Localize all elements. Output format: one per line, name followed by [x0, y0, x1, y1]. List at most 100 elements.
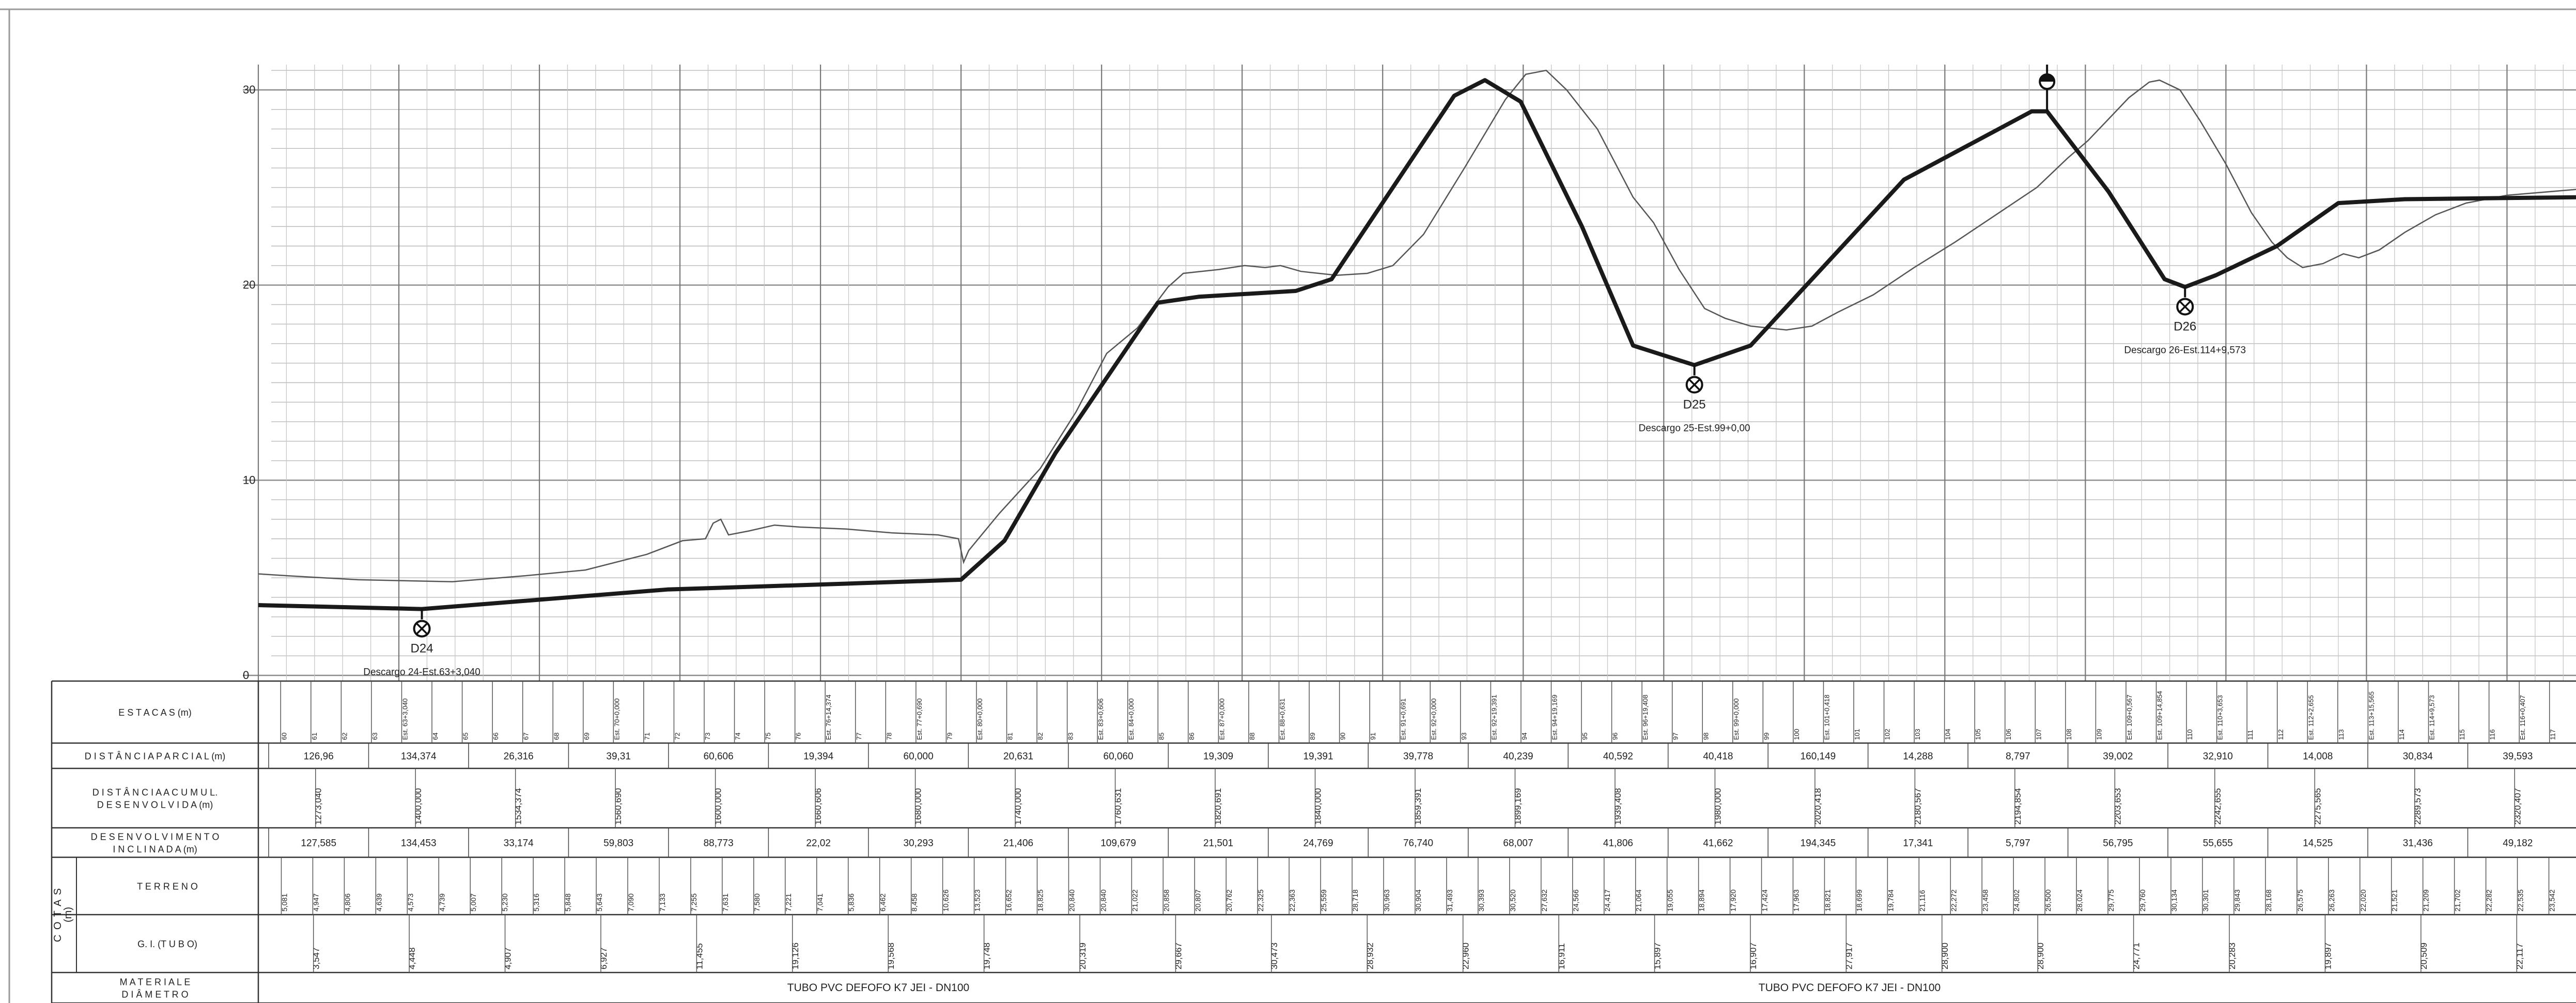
stake-label: 114 — [2398, 729, 2406, 740]
terrain-elevation-value: 7,255 — [690, 893, 698, 912]
terrain-elevation-value: 7,041 — [816, 893, 824, 912]
stake-label: Est. 112+2,655 — [2307, 695, 2315, 740]
inclined-development-value: 5,797 — [2006, 838, 2030, 849]
terrain-elevation-value: 22,272 — [1949, 889, 1958, 912]
pipe-elevation-value: 6,927 — [599, 947, 609, 969]
stake-label: 94 — [1520, 733, 1528, 740]
partial-distance-value: 39,593 — [2503, 751, 2533, 762]
accumulated-distance-value: 1980,000 — [1713, 788, 1722, 825]
stake-label: 101 — [1853, 729, 1861, 740]
stake-label: Est. 84+0,000 — [1127, 698, 1135, 740]
partial-distance-value: 19,391 — [1303, 751, 1333, 762]
terrain-elevation-value: 5,081 — [280, 893, 288, 912]
terrain-elevation-value: 26,263 — [2327, 889, 2336, 912]
terrain-elevation-value: 31,493 — [1446, 889, 1454, 912]
stake-label: 86 — [1188, 733, 1196, 740]
pipe-elevation-value: 11,455 — [694, 943, 704, 969]
partial-distance-value: 20,631 — [1003, 751, 1033, 762]
pipe-elevation-value: 19,126 — [790, 943, 800, 969]
terrain-elevation-value: 29,775 — [2107, 889, 2115, 912]
terrain-elevation-value: 17,920 — [1729, 889, 1737, 912]
stake-label: Est. 88+0,631 — [1279, 698, 1286, 740]
terrain-elevation-value: 30,963 — [1383, 889, 1391, 912]
stake-label: 107 — [2035, 729, 2042, 740]
stake-label: Est. 109+14,854 — [2156, 691, 2164, 740]
terrain-elevation-value: 26,575 — [2296, 889, 2304, 912]
stake-label: 88 — [1248, 733, 1256, 740]
table-row-title: M A T E R I A L E — [120, 977, 191, 987]
partial-distance-value: 134,374 — [401, 751, 437, 762]
stake-label: 83 — [1067, 733, 1075, 740]
stake-label: 95 — [1581, 733, 1589, 740]
accumulated-distance-value: 1534,374 — [514, 788, 523, 825]
stake-label: 104 — [1944, 729, 1952, 740]
terrain-elevation-value: 22,020 — [2359, 889, 2367, 912]
pipe-elevation-value: 30,473 — [1269, 943, 1279, 969]
stake-label: 100 — [1793, 729, 1801, 740]
stake-label: 97 — [1672, 733, 1680, 740]
terrain-elevation-value: 18,699 — [1855, 889, 1863, 912]
inclined-development-value: 56,795 — [2103, 838, 2133, 849]
terrain-elevation-value: 21,521 — [2391, 889, 2399, 912]
terrain-elevation-value: 5,643 — [595, 893, 603, 912]
terrain-elevation-value: 4,947 — [312, 893, 320, 912]
stake-label: 111 — [2246, 730, 2254, 740]
stake-label: Est. 92+0,000 — [1430, 698, 1437, 740]
stake-label: Est. 91+0,691 — [1400, 698, 1407, 740]
terrain-elevation-value: 20,840 — [1099, 889, 1107, 912]
accumulated-distance-value: 1840,000 — [1313, 788, 1323, 825]
stake-label: 77 — [855, 733, 863, 740]
stake-label: 72 — [673, 733, 681, 740]
discharge-id: D24 — [411, 642, 433, 656]
terrain-elevation-value: 8,458 — [910, 893, 919, 912]
stake-label: Est. 101+0,418 — [1823, 695, 1830, 740]
terrain-elevation-value: 24,566 — [1572, 889, 1580, 912]
terrain-elevation-value: 20,840 — [1067, 889, 1076, 912]
partial-distance-value: 8,797 — [2006, 751, 2030, 762]
stake-label: 91 — [1369, 733, 1377, 740]
table-row-title: D E S E N V O L V I M E N T O — [91, 832, 220, 842]
inclined-development-value: 24,769 — [1303, 838, 1333, 849]
stake-label: Est. 77+0,690 — [915, 698, 923, 740]
stake-label: 98 — [1702, 733, 1710, 740]
pipe-profile-line — [258, 78, 2576, 611]
inclined-development-value: 76,740 — [1403, 838, 1433, 849]
pipe-elevation-value: 19,748 — [982, 943, 992, 969]
table-row-title: D I S T Â N C I A P A R C I A L (m) — [85, 751, 225, 762]
stake-label: 96 — [1611, 733, 1619, 740]
accumulated-distance-value: 2275,565 — [2313, 788, 2322, 825]
pipe-elevation-value: 24,771 — [2132, 943, 2142, 969]
stake-label: Est. 113+15,565 — [2367, 691, 2375, 740]
elevation-tick-label: 30 — [243, 83, 255, 96]
accumulated-distance-value: 1899,169 — [1513, 788, 1523, 825]
terrain-elevation-value: 5,007 — [469, 893, 477, 912]
stake-label: Est. 110+3,653 — [2216, 695, 2224, 740]
table-row-title: D E S E N V O L V I D A (m) — [97, 800, 213, 810]
valve-cross — [416, 623, 428, 635]
air-valve-marker — [2039, 65, 2056, 112]
table-row-title: T E R R E N O — [137, 882, 198, 892]
terrain-elevation-value: 21,064 — [1635, 889, 1643, 912]
stake-label: 64 — [431, 733, 439, 740]
terrain-elevation-value: 22,325 — [1256, 889, 1265, 912]
elevation-tick-label: 0 — [243, 669, 249, 682]
terrain-elevation-value: 22,535 — [2517, 889, 2525, 912]
pipe-elevation-value: 29,667 — [1173, 943, 1183, 969]
inclined-development-value: 194,345 — [1801, 838, 1836, 849]
valve-cross — [1688, 379, 1700, 391]
inclined-development-value: 55,655 — [2203, 838, 2233, 849]
inclined-development-value: 41,806 — [1603, 838, 1633, 849]
pipe-elevation-value: 28,932 — [1365, 943, 1375, 969]
material-left: TUBO PVC DEFOFO K7 JEI - DN100 — [787, 982, 969, 994]
partial-distance-value: 39,002 — [2103, 751, 2133, 762]
stake-label: 78 — [885, 733, 893, 740]
pipe-elevation-value: 28,900 — [1940, 943, 1950, 969]
terrain-elevation-value: 17,963 — [1792, 889, 1801, 912]
inclined-development-value: 59,803 — [603, 838, 633, 849]
stake-label: 65 — [462, 733, 470, 740]
